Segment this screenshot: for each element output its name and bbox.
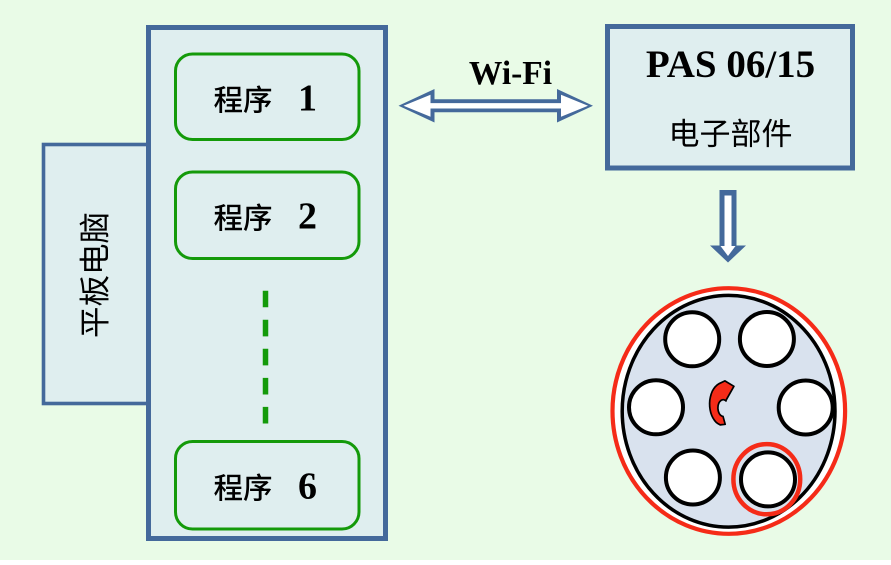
svg-text:1: 1 [298, 78, 317, 120]
svg-text:2: 2 [298, 196, 317, 238]
svg-text:6: 6 [298, 466, 317, 508]
svg-text:PAS 06/15: PAS 06/15 [646, 43, 815, 86]
svg-text:Wi-Fi: Wi-Fi [469, 55, 552, 92]
